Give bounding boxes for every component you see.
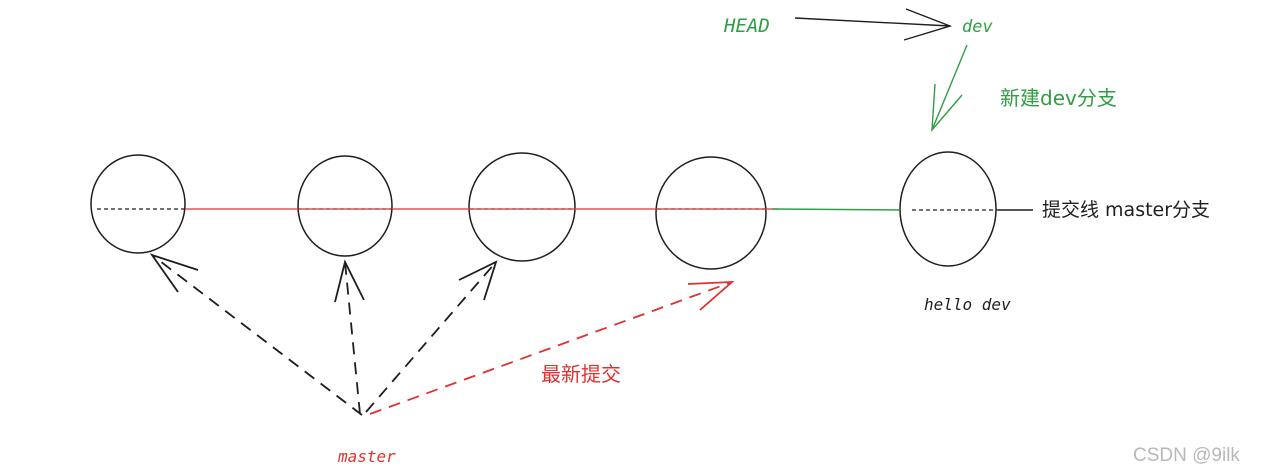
master-arrows: [151, 254, 497, 416]
dev-arrow-head: [931, 83, 963, 133]
latest-commit-arrow-shaft: [369, 281, 733, 415]
commit-line-label: 提交线 master分支: [1042, 199, 1210, 221]
hello-dev-label: hello dev: [924, 295, 1011, 314]
commit-line-dev: [771, 208, 901, 211]
master-label: master: [337, 447, 396, 466]
commit-node-1: [90, 154, 186, 254]
latest-commit-arrow-head: [687, 280, 735, 311]
watermark: CSDN @9ilk: [1133, 445, 1240, 466]
commit-node-4: [655, 156, 767, 270]
dev-arrow-shaft: [931, 44, 968, 131]
master-arrow-heads: [149, 253, 498, 303]
head-label: HEAD: [723, 15, 770, 37]
latest-commit-label: 最新提交: [541, 362, 621, 386]
dev-label: dev: [962, 17, 993, 37]
commit-node-5: [899, 151, 997, 267]
commit-node-2: [297, 155, 393, 257]
new-branch-label: 新建dev分支: [1000, 86, 1117, 110]
head-arrow-head: [903, 8, 953, 41]
commit-node-3: [468, 152, 576, 262]
head-arrow-shaft: [794, 17, 951, 27]
